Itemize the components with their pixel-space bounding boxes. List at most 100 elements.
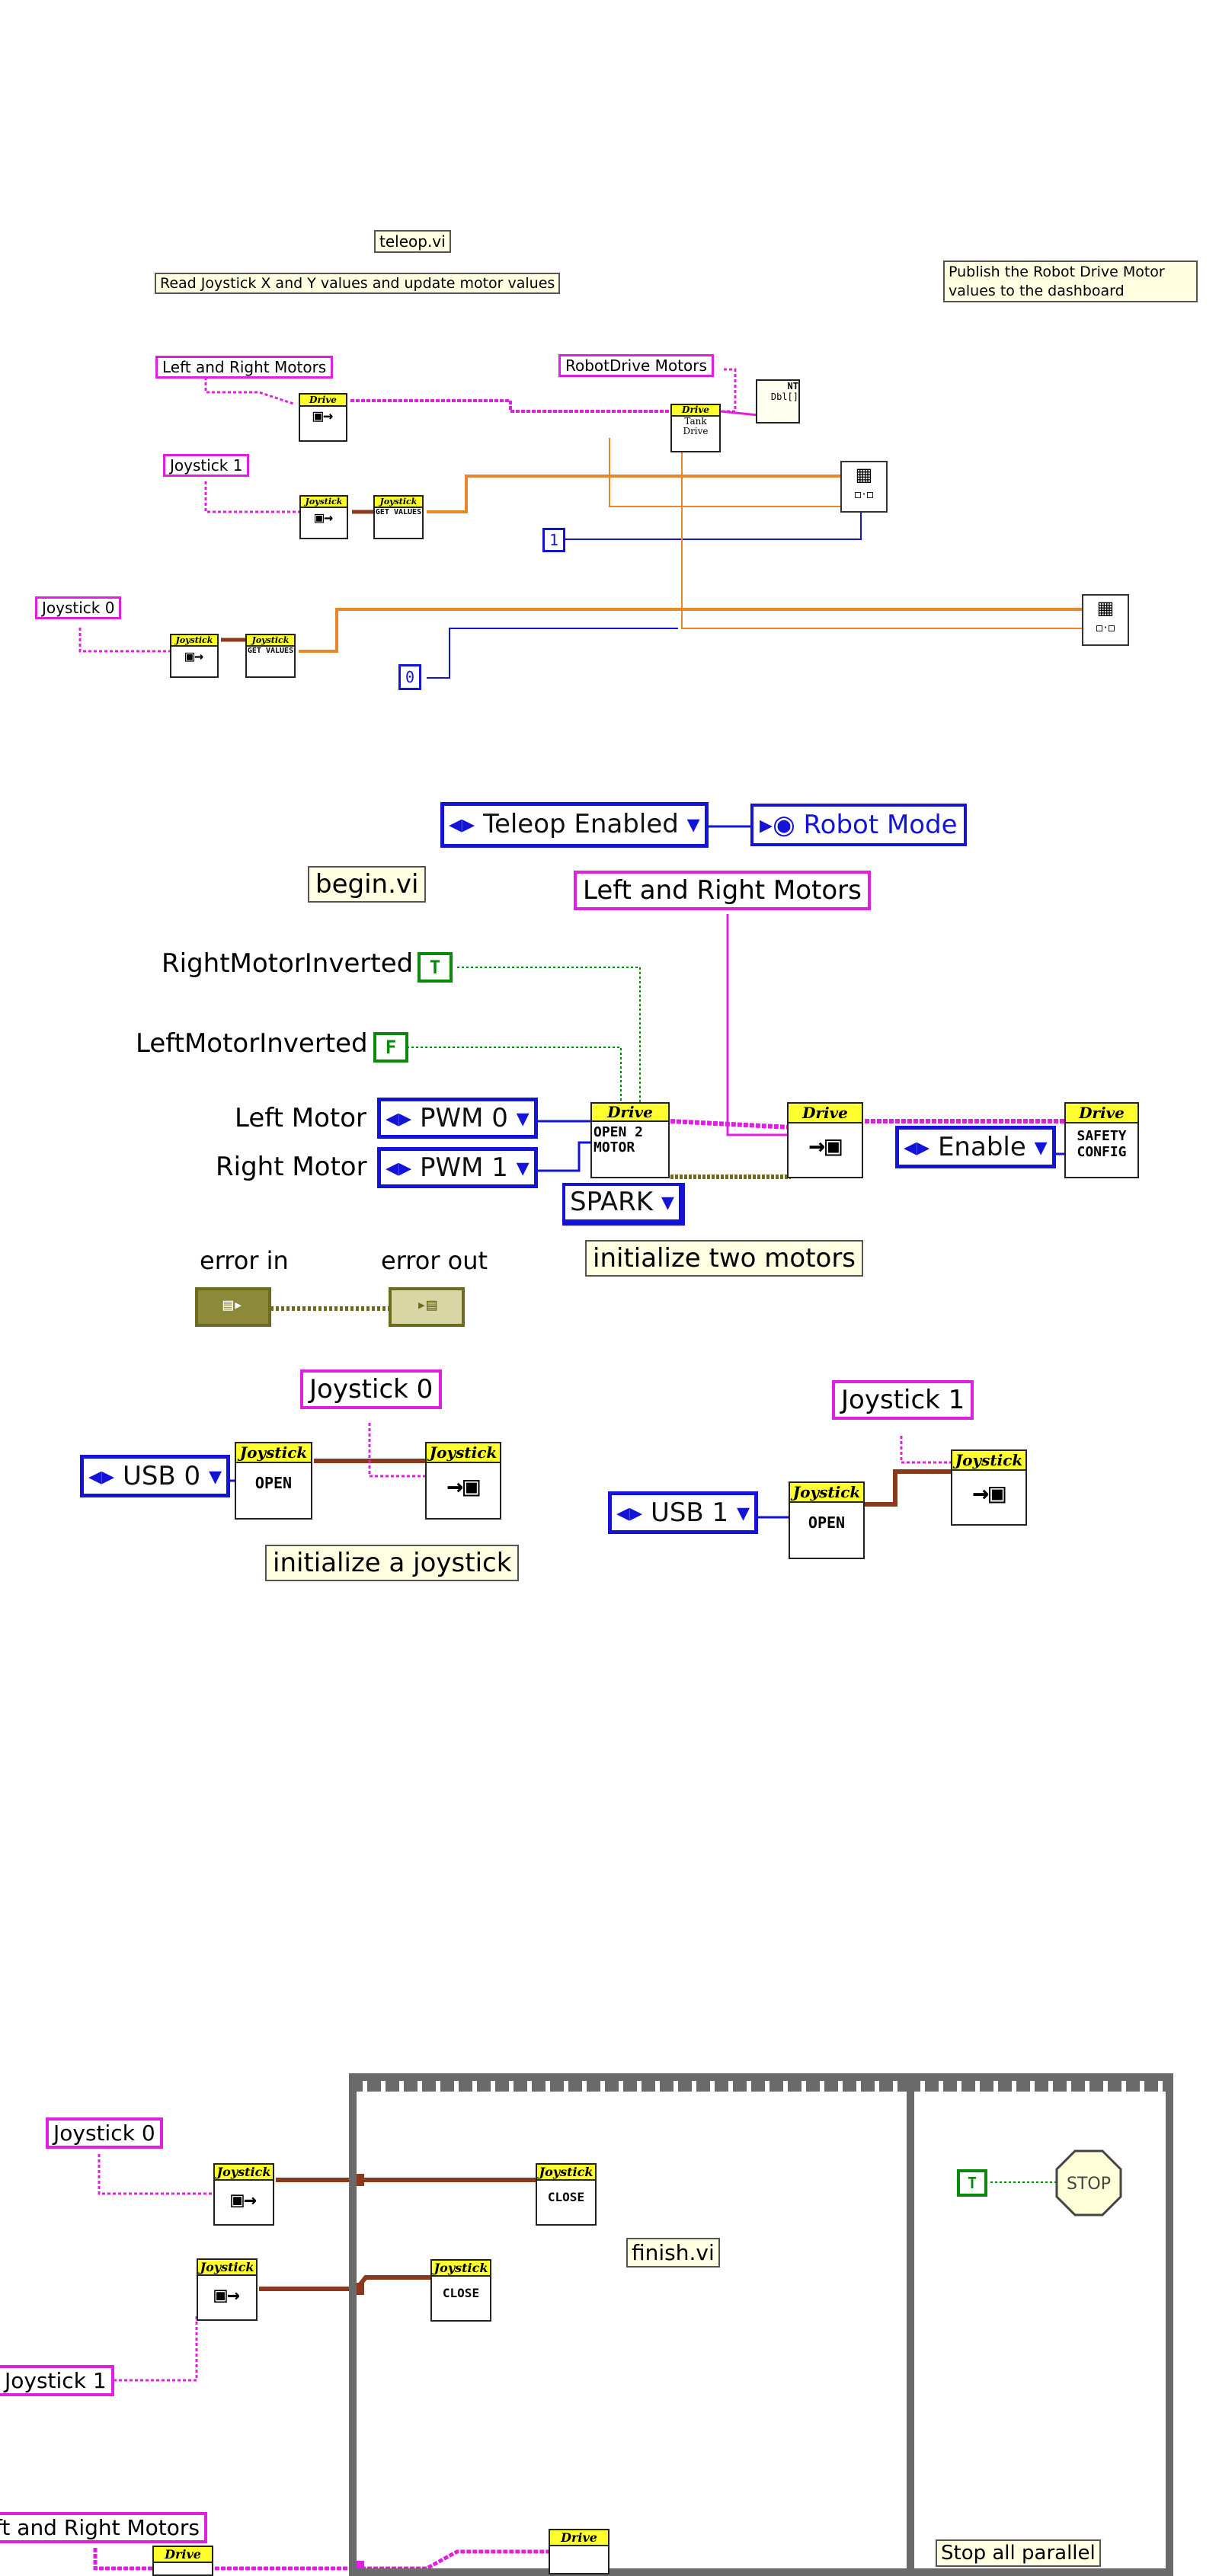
globe-icon: ▸◉ xyxy=(760,810,795,840)
sequence-frame-main[interactable] xyxy=(349,2073,914,2576)
begin-drive-refnum-vi[interactable]: Drive →▣ xyxy=(787,1102,863,1178)
open-2-motor-vi[interactable]: Drive OPEN 2 MOTOR xyxy=(590,1102,670,1178)
chevron-down-icon: ▾ xyxy=(737,1497,750,1528)
left-right-motors-ref[interactable]: Left and Right Motors xyxy=(155,356,334,379)
joystick1-ref[interactable]: Joystick 1 xyxy=(163,454,250,477)
left-motor-pwm-ring[interactable]: ◂▸ PWM 0 ▾ xyxy=(377,1098,538,1139)
joystick0-get-values-vi[interactable]: Joystick GET VALUES xyxy=(245,634,296,678)
finish-joystick1-ref[interactable]: Joystick 1 xyxy=(0,2365,114,2396)
right-motor-inverted-const[interactable]: T xyxy=(418,952,453,983)
spark-controller-ring[interactable]: SPARK ▾ xyxy=(562,1183,685,1226)
left-motor-inverted-label: LeftMotorInverted xyxy=(136,1028,368,1059)
finish-true-const[interactable]: T xyxy=(957,2169,987,2197)
wire-finish-joy1-ref xyxy=(103,2316,198,2382)
robot-mode-global[interactable]: ▸◉ Robot Mode xyxy=(750,804,967,846)
build-array-0[interactable]: ▦ ▫·▫ xyxy=(1082,594,1129,646)
begin-left-right-motors-ref[interactable]: Left and Right Motors xyxy=(574,871,871,910)
stop-sign-icon[interactable]: STOP xyxy=(1055,2149,1122,2216)
safety-config-label: SAFETY CONFIG xyxy=(1077,1128,1127,1160)
wire-const0 xyxy=(427,628,678,679)
robot-drive-vi-icon: Drive xyxy=(789,1104,862,1123)
finish-joystick1-close-vi[interactable]: Joystick CLOSE xyxy=(430,2259,491,2322)
error-in-control[interactable]: ▤▸ xyxy=(195,1287,271,1327)
get-values-label: GET VALUES xyxy=(247,647,294,655)
const-zero[interactable]: 0 xyxy=(398,664,421,690)
frame-sprocket xyxy=(914,2081,1166,2092)
chevron-down-icon: ▾ xyxy=(1034,1132,1048,1162)
wire-tankdrive-nt xyxy=(719,410,759,417)
pwm1-value: PWM 1 xyxy=(419,1152,508,1183)
wire-right-inverted xyxy=(457,967,641,1118)
close-label: CLOSE xyxy=(442,2286,480,2300)
wire-const1 xyxy=(565,510,862,540)
begin-joystick0-ref[interactable]: Joystick 0 xyxy=(300,1369,443,1409)
build-array-1[interactable]: ▦ ▫·▫ xyxy=(840,461,888,513)
spark-value: SPARK xyxy=(570,1187,654,1217)
usb1-ring[interactable]: ◂▸ USB 1 ▾ xyxy=(608,1491,759,1534)
const-one[interactable]: 1 xyxy=(542,528,565,552)
joystick-vi-icon: Joystick xyxy=(198,2260,256,2276)
teleop-enabled-ring[interactable]: ◂▸ Teleop Enabled ▾ xyxy=(440,802,709,848)
ring-increment-icon: ◂▸ xyxy=(449,809,475,839)
usb0-ring[interactable]: ◂▸ USB 0 ▾ xyxy=(80,1455,231,1497)
finish-drive-close-vi[interactable]: Drive xyxy=(549,2529,610,2574)
joystick1-get-values-vi[interactable]: Joystick GET VALUES xyxy=(373,495,424,539)
right-motor-label: Right Motor xyxy=(216,1152,367,1182)
joystick0-ref[interactable]: Joystick 0 xyxy=(35,596,122,619)
joystick0-open-vi[interactable]: Joystick OPEN xyxy=(235,1442,312,1520)
finish-joystick0-close-vi[interactable]: Joystick CLOSE xyxy=(536,2163,597,2226)
wire-drive-ref xyxy=(350,399,670,413)
error-in-label: error in xyxy=(200,1246,289,1275)
publish-dashboard-comment: Publish the Robot Drive Motor values to … xyxy=(943,260,1198,303)
teleop-enabled-value: Teleop Enabled xyxy=(482,809,679,839)
enable-ring[interactable]: ◂▸ Enable ▾ xyxy=(895,1126,1056,1168)
joystick-vi-icon: Joystick xyxy=(432,2261,490,2277)
frame-sprocket xyxy=(357,2081,907,2092)
nt-label: NT xyxy=(787,381,798,392)
array-build-icon: ▦ xyxy=(1096,597,1115,618)
chevron-down-icon: ▾ xyxy=(661,1187,674,1217)
initialize-motors-comment: initialize two motors xyxy=(585,1240,864,1277)
refnum-icon: →▣ xyxy=(808,1130,842,1162)
chevron-down-icon: ▾ xyxy=(209,1461,222,1491)
drive-refnum-vi[interactable]: Drive ▣→ xyxy=(299,393,347,442)
joystick-vi-icon: Joystick xyxy=(171,635,217,647)
wire-joy1-to-tank xyxy=(609,438,846,507)
finish-joystick0-ref[interactable]: Joystick 0 xyxy=(46,2117,163,2149)
joystick1-open-vi[interactable]: Joystick OPEN xyxy=(789,1481,865,1559)
begin-joystick1-refnum-vi[interactable]: Joystick →▣ xyxy=(951,1449,1027,1526)
nt-dbl-array-vi[interactable]: NT Dbl[] xyxy=(756,379,800,423)
teleop-description-comment: Read Joystick X and Y values and update … xyxy=(155,273,561,294)
robot-mode-label: Robot Mode xyxy=(803,810,958,840)
begin-joystick0-refnum-vi[interactable]: Joystick →▣ xyxy=(425,1442,501,1520)
sequence-frame-stop[interactable] xyxy=(907,2073,1173,2576)
wire-pwm1 xyxy=(533,1141,593,1172)
finish-left-right-motors-ref[interactable]: Left and Right Motors xyxy=(0,2512,207,2543)
open-label: OPEN xyxy=(808,1513,846,1532)
joystick-vi-icon: Joystick xyxy=(375,497,422,508)
pwm0-value: PWM 0 xyxy=(419,1103,508,1133)
left-motor-label: Left Motor xyxy=(235,1103,367,1133)
finish-drive-refnum-vi[interactable]: Drive xyxy=(152,2546,213,2576)
begin-vi-label: begin.vi xyxy=(308,866,427,903)
joystick1-refnum-vi[interactable]: Joystick ▣→ xyxy=(299,495,348,539)
ring-increment-icon: ◂▸ xyxy=(616,1497,643,1528)
tank-drive-vi[interactable]: Drive Tank Drive xyxy=(670,404,721,452)
joystick0-refnum-vi[interactable]: Joystick ▣→ xyxy=(170,634,219,678)
safety-config-vi[interactable]: Drive SAFETY CONFIG xyxy=(1064,1102,1139,1178)
error-out-indicator[interactable]: ▸▤ xyxy=(389,1287,465,1327)
finish-vi-label: finish.vi xyxy=(626,2238,720,2268)
right-motor-pwm-ring[interactable]: ◂▸ PWM 1 ▾ xyxy=(377,1147,538,1188)
left-motor-inverted-const[interactable]: F xyxy=(373,1032,408,1063)
open-label: OPEN xyxy=(254,1474,293,1492)
wire-robotdrive xyxy=(722,368,737,413)
wire-joy0-begin-ref xyxy=(368,1423,427,1478)
joystick-vi-icon: Joystick xyxy=(301,497,347,508)
robot-drive-vi-icon: Drive xyxy=(154,2547,212,2563)
begin-joystick1-ref[interactable]: Joystick 1 xyxy=(832,1380,974,1420)
finish-joystick0-refnum-vi[interactable]: Joystick ▣→ xyxy=(213,2163,274,2226)
refnum-icon: →▣ xyxy=(446,1471,480,1502)
robot-drive-vi-icon: Drive xyxy=(592,1104,668,1122)
finish-joystick1-refnum-vi[interactable]: Joystick ▣→ xyxy=(197,2258,258,2321)
robotdrive-motors-ref[interactable]: RobotDrive Motors xyxy=(558,354,714,377)
